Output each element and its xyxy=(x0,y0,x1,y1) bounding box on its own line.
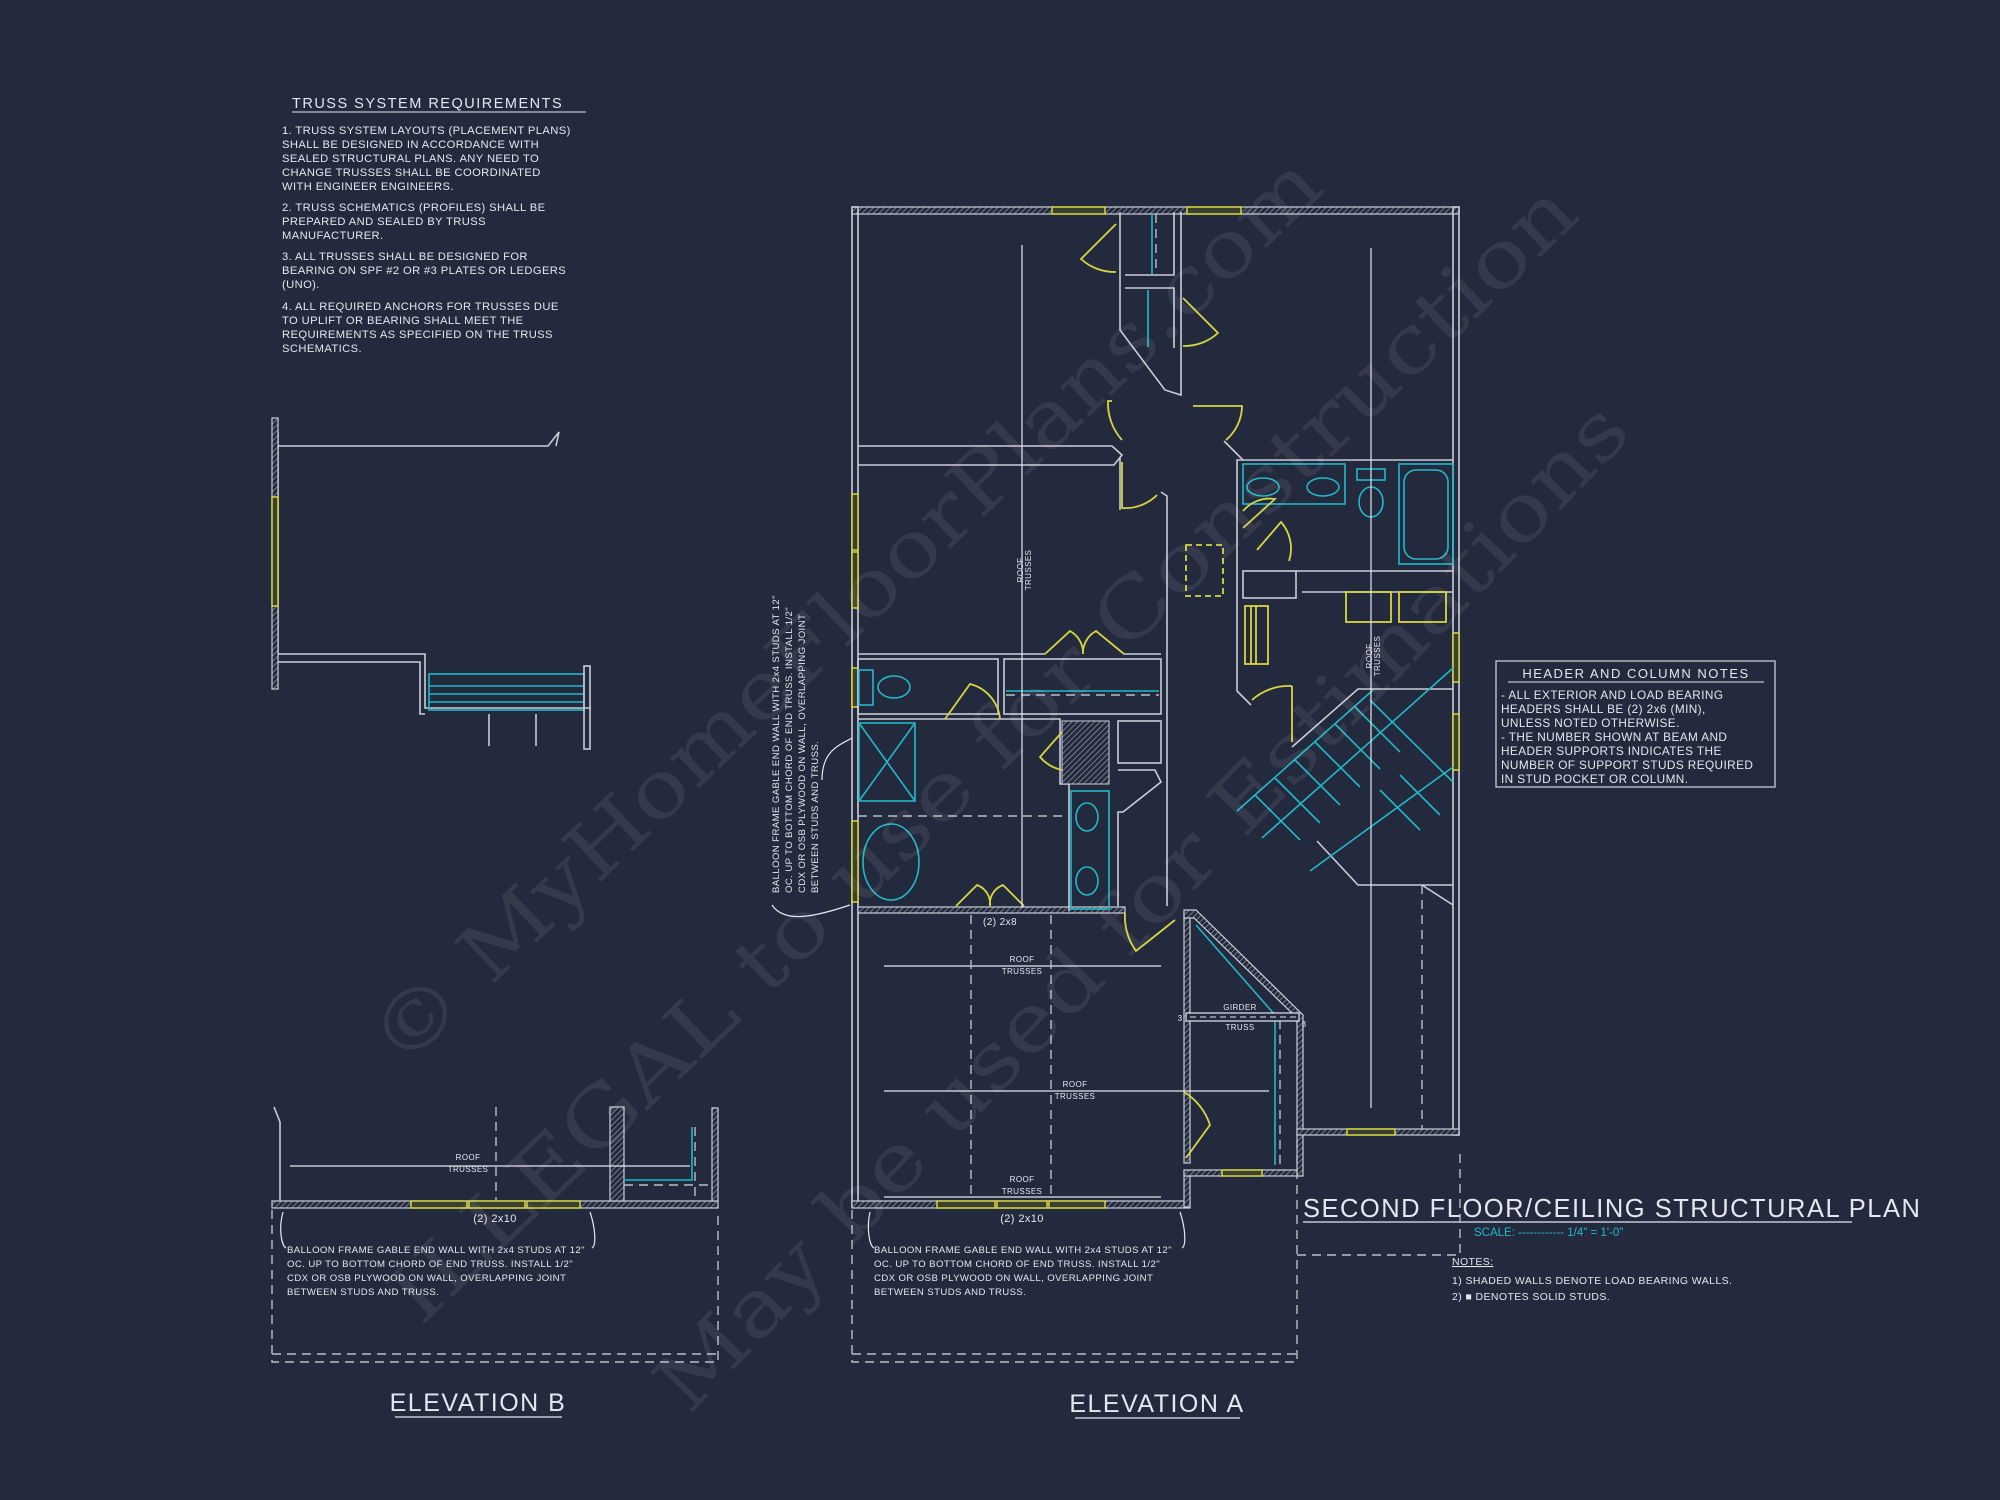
note-line: WITH ENGINEER ENGINEERS. xyxy=(282,181,454,193)
note-line: NUMBER OF SUPPORT STUDS REQUIRED xyxy=(1501,758,1753,772)
note-line: - ALL EXTERIOR AND LOAD BEARING xyxy=(1501,688,1723,702)
note-line: BALLOON FRAME GABLE END WALL WITH 2x4 ST… xyxy=(874,1245,1172,1256)
note-line: TO UPLIFT OR BEARING SHALL MEET THE xyxy=(282,315,524,327)
elevation-b: ROOF TRUSSES (2) 2x10 BALLOON FRAME GABL… xyxy=(271,1106,719,1418)
note-line: BEARING ON SPF #2 OR #3 PLATES OR LEDGER… xyxy=(282,265,566,277)
roof-trusses-label: ROOF xyxy=(1010,1175,1035,1184)
sink-icon xyxy=(1246,477,1280,497)
stair-treads xyxy=(428,673,585,711)
roof-trusses-label: ROOF xyxy=(456,1153,481,1162)
watermark-line: ILLEGAL to use for Construction xyxy=(370,164,1595,1341)
sink-icon xyxy=(1075,866,1099,896)
note-line: 2) ■ DENOTES SOLID STUDS. xyxy=(1452,1291,1610,1303)
note-line: CDX OR OSB PLYWOOD ON WALL, OVERLAPPING … xyxy=(287,1273,566,1284)
header-size-label: (2) 2x10 xyxy=(1000,1213,1044,1225)
chimney-chase xyxy=(1061,720,1110,785)
note-line: 2. TRUSS SCHEMATICS (PROFILES) SHALL BE xyxy=(282,202,545,214)
elevation-b-note: BALLOON FRAME GABLE END WALL WITH 2x4 ST… xyxy=(287,1245,585,1298)
roof-trusses-label: TRUSSES xyxy=(1002,967,1043,976)
note-line: CDX OR OSB PLYWOOD ON WALL, OVERLAPPING … xyxy=(874,1273,1153,1284)
roof-trusses-label: ROOFTRUSSES xyxy=(1365,636,1382,677)
note-line: HEADERS SHALL BE (2) 2x6 (MIN), xyxy=(1501,702,1706,716)
note-line: 1) SHADED WALLS DENOTE LOAD BEARING WALL… xyxy=(1452,1275,1732,1287)
vanity xyxy=(1070,790,1110,910)
toilet-icon xyxy=(877,675,911,699)
note-line: HEADER SUPPORTS INDICATES THE xyxy=(1501,744,1722,758)
note-line: OC. UP TO BOTTOM CHORD OF END TRUSS. INS… xyxy=(784,607,795,893)
note-line: IN STUD POCKET OR COLUMN. xyxy=(1501,772,1688,786)
elevation-a-label: ELEVATION A xyxy=(1069,1390,1244,1418)
elevation-a-note: BALLOON FRAME GABLE END WALL WITH 2x4 ST… xyxy=(874,1245,1172,1298)
support-stud-count: 3 xyxy=(1302,1020,1307,1029)
header-size-label: (2) 2x8 xyxy=(983,917,1017,928)
note-line: BETWEEN STUDS AND TRUSS. xyxy=(874,1287,1026,1298)
gable-wall-side-note: BALLOON FRAME GABLE END WALL WITH 2x4 ST… xyxy=(771,595,853,918)
window xyxy=(271,496,279,607)
girder-label: GIRDER xyxy=(1223,1003,1257,1012)
note-line: - THE NUMBER SHOWN AT BEAM AND xyxy=(1501,730,1727,744)
partial-plan-fragment xyxy=(271,417,591,750)
note-line: MANUFACTURER. xyxy=(282,230,384,242)
bearing-wall xyxy=(857,906,1126,914)
second-floor-plan: ROOFTRUSSES ROOFTRUSSES ROOF TRUSSES ROO… xyxy=(771,206,1460,1419)
note-line: CDX OR OSB PLYWOOD ON WALL, OVERLAPPING … xyxy=(797,614,808,893)
note-line: SHALL BE DESIGNED IN ACCORDANCE WITH xyxy=(282,139,539,151)
note-line: 1. TRUSS SYSTEM LAYOUTS (PLACEMENT PLANS… xyxy=(282,125,571,137)
note-line: OC. UP TO BOTTOM CHORD OF END TRUSS. INS… xyxy=(287,1259,573,1270)
note-line: 4. ALL REQUIRED ANCHORS FOR TRUSSES DUE xyxy=(282,301,559,313)
truss-requirements-title: TRUSS SYSTEM REQUIREMENTS xyxy=(292,96,563,112)
attic-access xyxy=(1185,544,1224,597)
note-line: BALLOON FRAME GABLE END WALL WITH 2x4 ST… xyxy=(771,595,782,893)
notes-heading: NOTES: xyxy=(1452,1256,1494,1268)
vanity xyxy=(1242,463,1346,505)
truss-requirements-notes: TRUSS SYSTEM REQUIREMENTS 1. TRUSS SYSTE… xyxy=(282,96,586,355)
note-line: SEALED STRUCTURAL PLANS. ANY NEED TO xyxy=(282,153,539,165)
soaking-tub xyxy=(862,823,920,901)
roof-truss-spans: ROOFTRUSSES ROOFTRUSSES ROOF TRUSSES ROO… xyxy=(884,245,1382,1225)
door-swings xyxy=(944,223,1447,1159)
bathroom-fixtures xyxy=(858,463,1454,910)
note-line: SCHEMATICS. xyxy=(282,343,362,355)
stairs xyxy=(1236,667,1454,906)
roof-trusses-label: ROOFTRUSSES xyxy=(1016,550,1033,591)
plan-scale: SCALE: ------------ 1/4" = 1'-0" xyxy=(1474,1227,1623,1239)
note-line: CHANGE TRUSSES SHALL BE COORDINATED xyxy=(282,167,541,179)
note-line: PREPARED AND SEALED BY TRUSS xyxy=(282,216,486,228)
header-size-label: (2) 2x10 xyxy=(473,1213,517,1225)
sink-icon xyxy=(1306,477,1340,497)
exterior-wall-top xyxy=(851,206,1460,215)
note-line: OC. UP TO BOTTOM CHORD OF END TRUSS. INS… xyxy=(874,1259,1160,1270)
header-notes-title: HEADER AND COLUMN NOTES xyxy=(1522,666,1749,681)
plan-title-block: SECOND FLOOR/CEILING STRUCTURAL PLAN SCA… xyxy=(1297,1150,1921,1303)
window xyxy=(1051,206,1106,215)
note-line: UNLESS NOTED OTHERWISE. xyxy=(1501,716,1680,730)
note-line: REQUIREMENTS AS SPECIFIED ON THE TRUSS xyxy=(282,329,553,341)
bathtub xyxy=(1398,463,1454,565)
elevation-b-label: ELEVATION B xyxy=(390,1389,567,1417)
note-line: BETWEEN STUDS AND TRUSS. xyxy=(810,741,821,893)
roof-trusses-label: TRUSSES xyxy=(1002,1187,1043,1196)
plan-title: SECOND FLOOR/CEILING STRUCTURAL PLAN xyxy=(1303,1195,1921,1223)
roof-trusses-label: ROOF xyxy=(1010,955,1035,964)
note-line: BETWEEN STUDS AND TRUSS. xyxy=(287,1287,439,1298)
note-line: BALLOON FRAME GABLE END WALL WITH 2x4 ST… xyxy=(287,1245,585,1256)
header-column-notes: HEADER AND COLUMN NOTES - ALL EXTERIOR A… xyxy=(1495,660,1776,788)
shower xyxy=(858,722,916,802)
support-stud-count: 3 xyxy=(1178,1014,1183,1023)
window xyxy=(1186,206,1242,215)
note-line: 3. ALL TRUSSES SHALL BE DESIGNED FOR xyxy=(282,251,528,263)
roof-trusses-label: TRUSSES xyxy=(448,1165,489,1174)
toilet-tank xyxy=(858,669,874,706)
roof-trusses-label: TRUSSES xyxy=(1055,1092,1096,1101)
roof-trusses-label: ROOF xyxy=(1063,1080,1088,1089)
sink-icon xyxy=(1075,802,1099,832)
note-line: (UNO). xyxy=(282,279,320,291)
girder-label: TRUSS xyxy=(1225,1023,1254,1032)
